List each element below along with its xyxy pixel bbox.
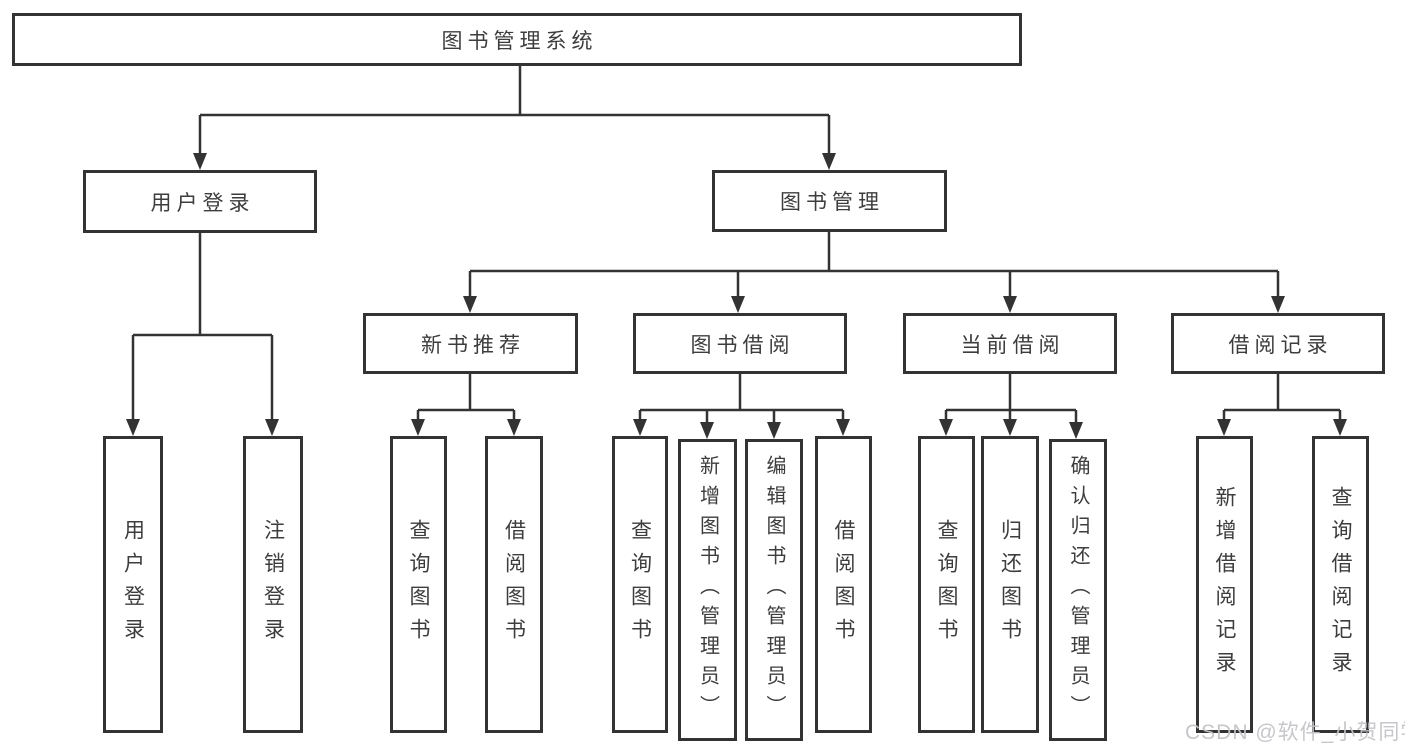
- leaf-user-login: 用户登录: [103, 436, 163, 733]
- node-new-book-recommend: 新书推荐: [363, 313, 578, 374]
- leaf-query-book-current: 查询图书: [918, 436, 975, 733]
- connector-login-children: [126, 233, 279, 436]
- node-borrow-records: 借阅记录: [1171, 313, 1385, 374]
- connector-recommend-children: [411, 374, 521, 436]
- leaf-query-borrow-record: 查询借阅记录: [1312, 436, 1369, 733]
- node-book-manage: 图书管理: [712, 170, 947, 232]
- node-book-borrow: 图书借阅: [633, 313, 847, 374]
- leaf-edit-book-admin: 编辑图书（管理员）: [745, 439, 803, 741]
- leaf-borrow-book-recommend: 借阅图书: [485, 436, 543, 733]
- connector-manage-children: [463, 232, 1285, 313]
- leaf-query-book-borrow: 查询图书: [612, 436, 668, 733]
- leaf-logout: 注销登录: [243, 436, 303, 733]
- connector-root-to-level2: [193, 66, 836, 170]
- leaf-confirm-return-admin: 确认归还（管理员）: [1049, 439, 1107, 741]
- leaf-add-borrow-record: 新增借阅记录: [1196, 436, 1253, 733]
- leaf-query-book-recommend: 查询图书: [390, 436, 447, 733]
- connector-records-children: [1217, 374, 1347, 436]
- node-root-system: 图书管理系统: [12, 13, 1022, 66]
- leaf-return-book: 归还图书: [981, 436, 1039, 733]
- connector-borrow-children: [633, 374, 850, 439]
- node-user-login: 用户登录: [83, 170, 317, 233]
- leaf-borrow-book: 借阅图书: [815, 436, 872, 733]
- leaf-add-book-admin: 新增图书（管理员）: [678, 439, 737, 741]
- connector-current-children: [939, 374, 1083, 439]
- node-current-borrow: 当前借阅: [903, 313, 1117, 374]
- csdn-watermark: CSDN @软件_小贺同学: [1185, 721, 1405, 744]
